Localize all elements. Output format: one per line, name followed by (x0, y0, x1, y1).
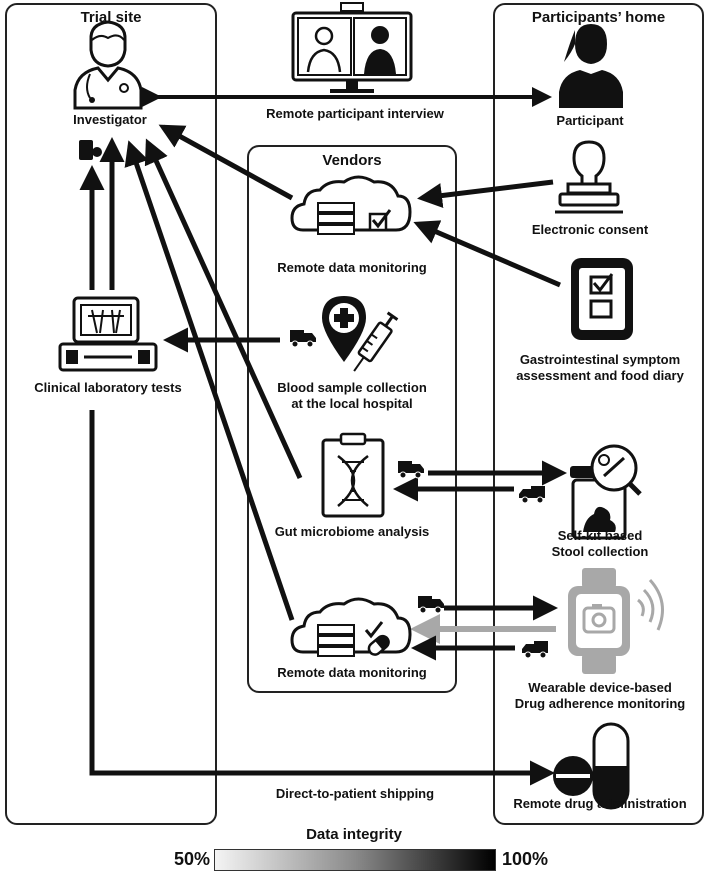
syringe-icon (353, 311, 399, 372)
blood-collection-label-line1: Blood sample collection (277, 380, 427, 395)
stool-kit-icon (570, 444, 642, 540)
trial-site-title: Trial site (80, 9, 142, 26)
stamp-icon (555, 140, 623, 214)
smartwatch-icon (568, 568, 664, 674)
gi-diary-to-rdm-arrow (413, 220, 561, 288)
lab-analyzer-icon (58, 296, 158, 372)
dna-clipboard-icon (321, 432, 385, 518)
clinical-lab-label: Clinical laboratory tests (34, 380, 182, 395)
rdm-bottom-icon (290, 597, 412, 657)
gut-to-investigator-arrow (144, 138, 303, 480)
gi-diary-label-line2: assessment and food diary (516, 368, 684, 383)
vendors-region (247, 145, 457, 693)
blood-collection-label-line2: at the local hospital (291, 396, 413, 411)
remote-drug-label: Remote drug administration (513, 796, 687, 811)
wearable-label-line2: Drug adherence monitoring (514, 696, 686, 711)
participants-home-region (493, 3, 704, 825)
wearable-label-line1: Wearable device-based (528, 680, 672, 695)
pill-icon (553, 722, 630, 810)
participants-home-title: Participants’ home (531, 9, 666, 26)
truck-icon (418, 596, 444, 614)
participant-icon (559, 24, 623, 108)
stool-collection-label-line1: Self-kit based (557, 528, 643, 543)
truck-icon (519, 486, 545, 504)
rdm-bottom-to-investigator-arrow (124, 140, 295, 621)
econsent-to-rdm-arrow (417, 179, 554, 208)
shipping-label: Direct-to-patient shipping (275, 786, 435, 801)
truck-icon (290, 330, 316, 348)
econsent-label: Electronic consent (531, 222, 649, 237)
stool-collection-label-line2: Stool collection (551, 544, 649, 559)
truck-icon (398, 461, 424, 479)
legend-max-label: 100% (502, 849, 549, 869)
investigator-label: Investigator (73, 112, 147, 127)
participant-label: Participant (556, 113, 624, 128)
rdm-top-to-investigator-arrow (158, 124, 294, 201)
truck-icon (522, 641, 548, 659)
data-integrity-gradient-bar (214, 849, 496, 871)
clipboard-icon (79, 140, 102, 160)
interview-label: Remote participant interview (266, 106, 444, 121)
legend-title: Data integrity (306, 826, 402, 843)
legend-min-label: 50% (173, 849, 210, 869)
rdm-bottom-label: Remote data monitoring (277, 665, 427, 680)
telemedicine-icon (291, 2, 413, 93)
vendors-title: Vendors (322, 152, 382, 169)
investigator-icon (73, 20, 143, 110)
rdm-top-label: Remote data monitoring (277, 260, 427, 275)
hospital-pin-icon (322, 296, 366, 362)
gut-microbiome-label: Gut microbiome analysis (274, 524, 430, 539)
gi-diary-label-line1: Gastrointestinal symptom (519, 352, 681, 367)
rdm-top-icon (290, 175, 412, 235)
trial-site-region (5, 3, 217, 825)
shipping-arrow (89, 410, 555, 786)
smartphone-icon (571, 258, 633, 340)
